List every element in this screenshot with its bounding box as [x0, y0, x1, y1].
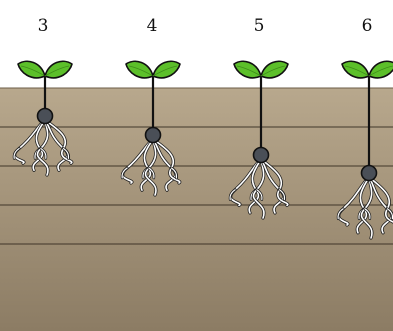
seed [146, 128, 161, 143]
soil [0, 88, 393, 331]
seed [362, 166, 377, 181]
seed [38, 109, 53, 124]
stage-label-5: 5 [244, 16, 274, 36]
stage-label-4: 4 [137, 16, 167, 36]
stage-label-6: 6 [352, 16, 382, 36]
seed [254, 148, 269, 163]
stage-label-3: 3 [28, 16, 58, 36]
